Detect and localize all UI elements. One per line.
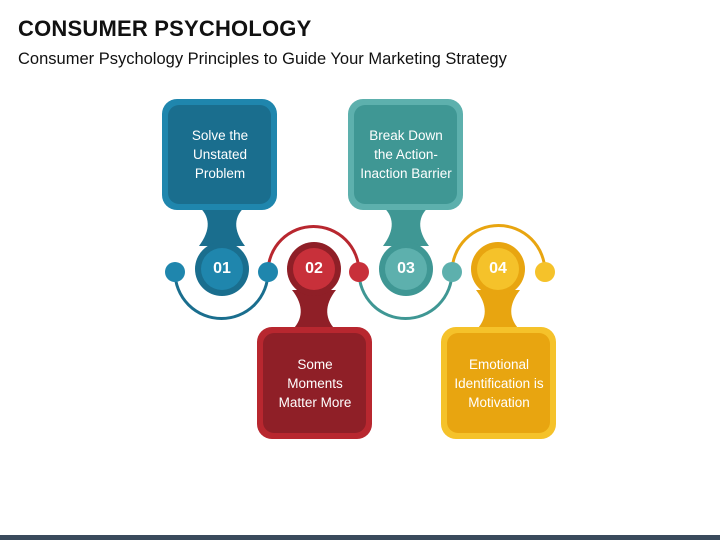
bottom-bar	[0, 535, 720, 540]
step-04	[441, 242, 556, 439]
arc-01	[173, 271, 270, 320]
step-04-neck	[474, 290, 522, 332]
step-03-neck	[381, 205, 431, 246]
step-01-circle-inner	[201, 248, 243, 290]
arc-04	[450, 224, 547, 273]
step-02-card-inner	[263, 333, 366, 433]
step-02-number: 02	[305, 260, 323, 277]
dot-5	[535, 262, 555, 282]
step-01	[162, 99, 277, 296]
step-01-card-inner	[168, 105, 271, 204]
arc-03	[357, 271, 454, 320]
step-04-text: Emotional Identification is Motivation	[454, 357, 544, 410]
step-03-circle-inner	[385, 248, 427, 290]
step-02-neck	[290, 290, 338, 332]
step-04-circle-inner	[477, 248, 519, 290]
step-03-text: Break Down the Action-Inaction Barrier	[360, 128, 452, 181]
step-01-number: 01	[213, 260, 231, 277]
step-03	[348, 99, 463, 296]
arc-02	[266, 225, 361, 273]
step-03-number: 03	[397, 260, 415, 277]
page-subtitle: Consumer Psychology Principles to Guide …	[18, 50, 507, 68]
dot-1	[165, 262, 185, 282]
dot-2	[258, 262, 278, 282]
dot-4	[442, 262, 462, 282]
step-02	[257, 242, 372, 439]
step-03-card-inner	[354, 105, 457, 204]
step-04-number: 04	[489, 260, 507, 277]
step-02-text: Some Moments Matter More	[278, 357, 352, 410]
page-title: CONSUMER PSYCHOLOGY	[18, 16, 312, 41]
step-01-text: Solve the Unstated Problem	[191, 128, 249, 181]
step-01-neck	[197, 205, 247, 246]
dot-3	[349, 262, 369, 282]
step-04-card-inner	[447, 333, 550, 433]
step-02-circle-inner	[293, 248, 335, 290]
